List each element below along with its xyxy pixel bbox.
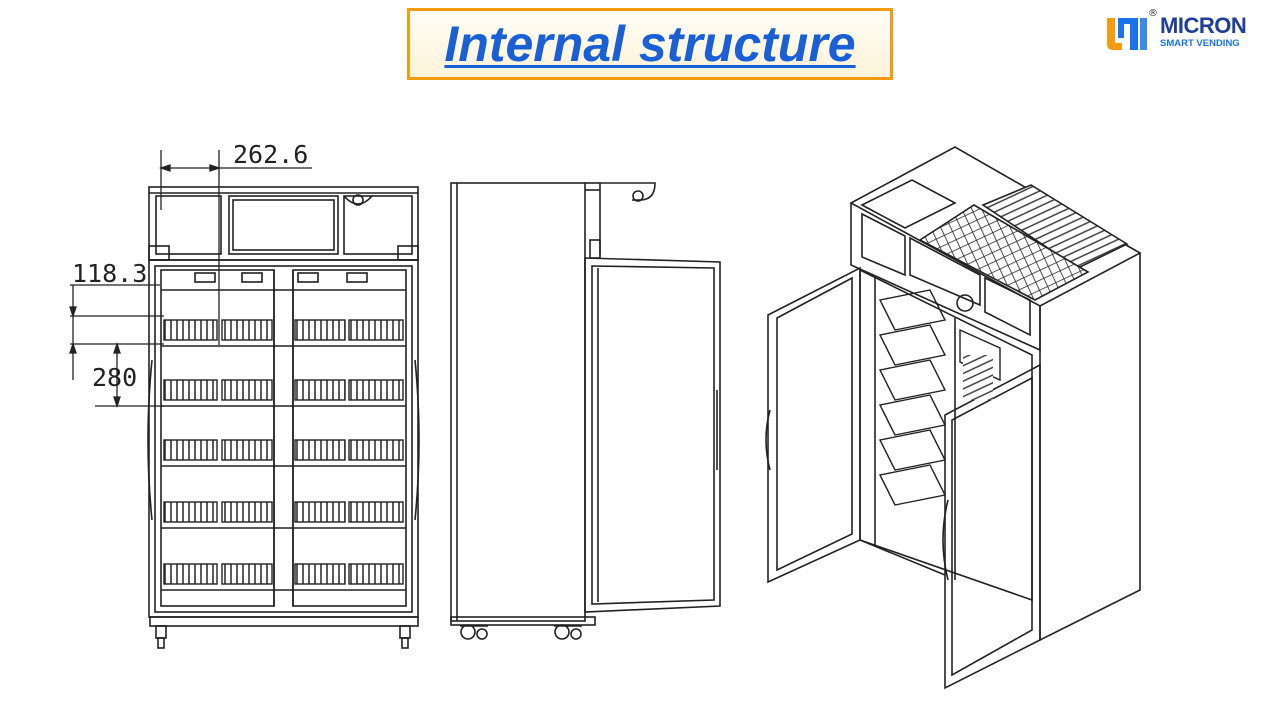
front-view-baskets (161, 319, 406, 591)
basket-row-1 (161, 319, 406, 347)
isometric-view-drawing (765, 146, 1142, 690)
registered-mark: ® (1148, 8, 1158, 19)
micron-logo: ® MICRON SMART VENDING (1104, 8, 1260, 54)
logo-tagline: SMART VENDING (1160, 38, 1240, 49)
dimension-width-label: 262.6 (233, 140, 308, 169)
basket-row-4 (161, 501, 406, 529)
front-view-drawing (147, 186, 420, 649)
logo-mark-icon (1107, 18, 1147, 50)
title-box: Internal structure (407, 8, 893, 80)
dimension-lines (69, 150, 312, 409)
basket-row-2 (161, 379, 406, 407)
dimension-top-offset-label: 118.3 (72, 259, 147, 288)
basket-row-5 (161, 563, 406, 591)
logo-brand-name: MICRON (1160, 13, 1247, 38)
side-view-drawing (450, 182, 721, 640)
basket-row-3 (161, 439, 406, 467)
isometric-baskets (878, 289, 1001, 506)
page-title: Internal structure (444, 16, 856, 72)
dimension-shelf-pitch-label: 280 (92, 363, 137, 392)
